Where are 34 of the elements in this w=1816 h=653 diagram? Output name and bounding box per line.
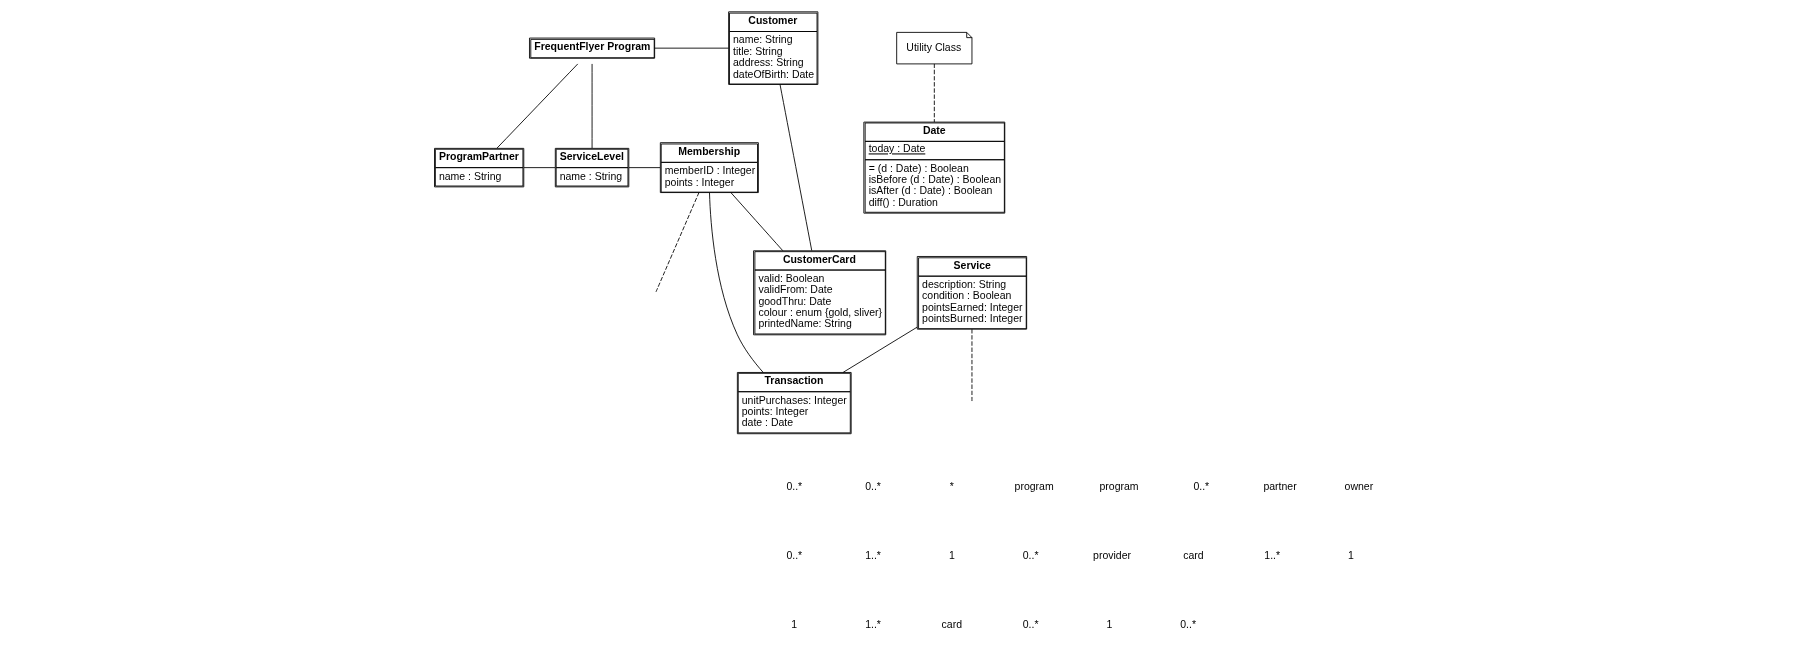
connector: [933, 63, 935, 123]
label: 0..*: [1179, 618, 1196, 631]
label: card: [1182, 548, 1204, 561]
connector: [628, 167, 660, 169]
label: 0..*: [1192, 479, 1209, 492]
label: 1: [1347, 548, 1354, 561]
connector: [653, 47, 729, 49]
connector: [971, 328, 972, 403]
label: 0..*: [1022, 618, 1038, 631]
label: 1: [948, 548, 955, 561]
label: 1..*: [864, 548, 881, 561]
label: card: [941, 618, 962, 631]
connector: [591, 63, 592, 149]
label: 1..*: [864, 618, 881, 631]
connector: [779, 84, 812, 251]
label: 0..*: [785, 479, 802, 492]
label: program: [1014, 479, 1054, 492]
connector: [729, 192, 783, 252]
connector: [655, 192, 699, 293]
label: 0..*: [1022, 548, 1038, 561]
label: *: [949, 479, 954, 492]
label: 0..*: [864, 479, 881, 492]
connector: [708, 192, 764, 373]
connector: [496, 63, 578, 149]
label: owner: [1344, 479, 1373, 492]
label: partner: [1262, 479, 1297, 492]
label: 1: [790, 618, 797, 631]
connector: [522, 167, 555, 169]
label: program: [1098, 479, 1139, 492]
label: 0..*: [785, 548, 802, 561]
connector: [842, 326, 918, 373]
label: 1: [1105, 618, 1112, 631]
label: provider: [1092, 548, 1131, 561]
label: 1..*: [1263, 548, 1280, 561]
